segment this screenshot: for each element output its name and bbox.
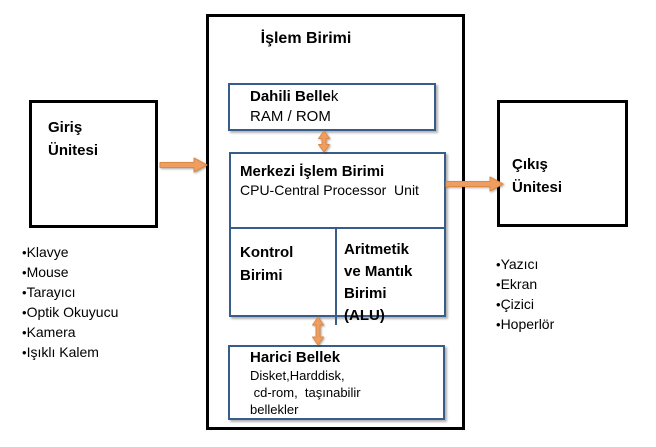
bullet-icon: •	[22, 265, 27, 280]
control-unit-line1: Kontrol	[240, 244, 294, 261]
internal-memory-title-bold: Dahili Belle	[250, 88, 331, 105]
alu-line4: (ALU)	[344, 307, 385, 324]
list-item: •Kamera	[22, 322, 118, 342]
cpu-box: Merkezi İşlem Birimi CPU-Central Process…	[229, 152, 446, 325]
cpu-header: Merkezi İşlem Birimi CPU-Central Process…	[231, 154, 444, 227]
alu-line1: Aritmetik	[344, 241, 410, 258]
output-unit-line2: Ünitesi	[512, 179, 563, 196]
list-item: •Optik Okuyucu	[22, 302, 118, 322]
external-memory-line1: Disket,Harddisk,	[250, 368, 345, 383]
bullet-icon: •	[496, 277, 501, 292]
output-devices-list: •Yazıcı •Ekran •Çizici •Hoperlör	[496, 254, 554, 334]
internal-memory-box: Dahili Bellek RAM / ROM	[228, 83, 436, 131]
internal-memory-subtitle: RAM / ROM	[250, 108, 331, 125]
input-device-label: Kamera	[26, 324, 76, 340]
external-memory-line3: bellekler	[250, 402, 299, 417]
internal-memory-title: Dahili Bellek	[250, 87, 434, 107]
input-device-label: Klavye	[26, 244, 69, 260]
cpu-subtitle: CPU-Central Processor Unit	[240, 182, 419, 198]
input-unit-box: Giriş Ünitesi	[29, 100, 158, 228]
bullet-icon: •	[496, 257, 501, 272]
input-unit-line2: Ünitesi	[48, 142, 99, 159]
bullet-icon: •	[22, 305, 27, 320]
bullet-icon: •	[22, 245, 27, 260]
input-unit-line1: Giriş	[48, 119, 83, 136]
output-device-label: Hoperlör	[500, 316, 555, 332]
output-device-label: Ekran	[500, 276, 538, 292]
bullet-icon: •	[496, 317, 501, 332]
internal-memory-title-tail: k	[330, 88, 339, 105]
control-unit-line2: Birimi	[240, 267, 283, 284]
input-device-label: Tarayıcı	[26, 284, 76, 300]
input-device-label: Mouse	[26, 264, 69, 280]
bullet-icon: •	[22, 325, 27, 340]
alu-cell: Aritmetik ve Mantık Birimi (ALU)	[335, 229, 444, 325]
list-item: •Yazıcı	[496, 254, 554, 274]
list-item: •Ekran	[496, 274, 554, 294]
input-to-processing-arrow-icon	[159, 157, 208, 173]
input-device-label: Işıklı Kalem	[26, 344, 99, 360]
external-memory-line2: cd-rom, taşınabilir	[250, 385, 361, 400]
list-item: •Hoperlör	[496, 314, 554, 334]
external-memory-box: Harici Bellek Disket,Harddisk, cd-rom, t…	[228, 345, 445, 420]
alu-line3: Birimi	[344, 285, 387, 302]
list-item: •Mouse	[22, 262, 118, 282]
list-item: •Çizici	[496, 294, 554, 314]
alu-line2: ve Mantık	[344, 263, 413, 280]
bullet-icon: •	[496, 297, 501, 312]
external-memory-title: Harici Bellek	[250, 349, 341, 366]
output-unit-box: Çıkış Ünitesi	[497, 100, 628, 227]
output-device-label: Çizici	[500, 296, 535, 312]
list-item: •Tarayıcı	[22, 282, 118, 302]
output-device-label: Yazıcı	[500, 256, 539, 272]
cpu-title: Merkezi İşlem Birimi	[240, 163, 385, 180]
input-device-label: Optik Okuyucu	[26, 304, 119, 320]
input-devices-list: •Klavye •Mouse •Tarayıcı •Optik Okuyucu …	[22, 242, 118, 362]
processing-unit-title: İşlem Birimi	[260, 30, 352, 47]
output-unit-line1: Çıkış	[512, 156, 548, 173]
cpu-body: Kontrol Birimi Aritmetik ve Mantık Birim…	[231, 227, 444, 325]
bullet-icon: •	[22, 285, 27, 300]
control-unit-cell: Kontrol Birimi	[231, 229, 335, 325]
list-item: •Işıklı Kalem	[22, 342, 118, 362]
list-item: •Klavye	[22, 242, 118, 262]
bullet-icon: •	[22, 345, 27, 360]
